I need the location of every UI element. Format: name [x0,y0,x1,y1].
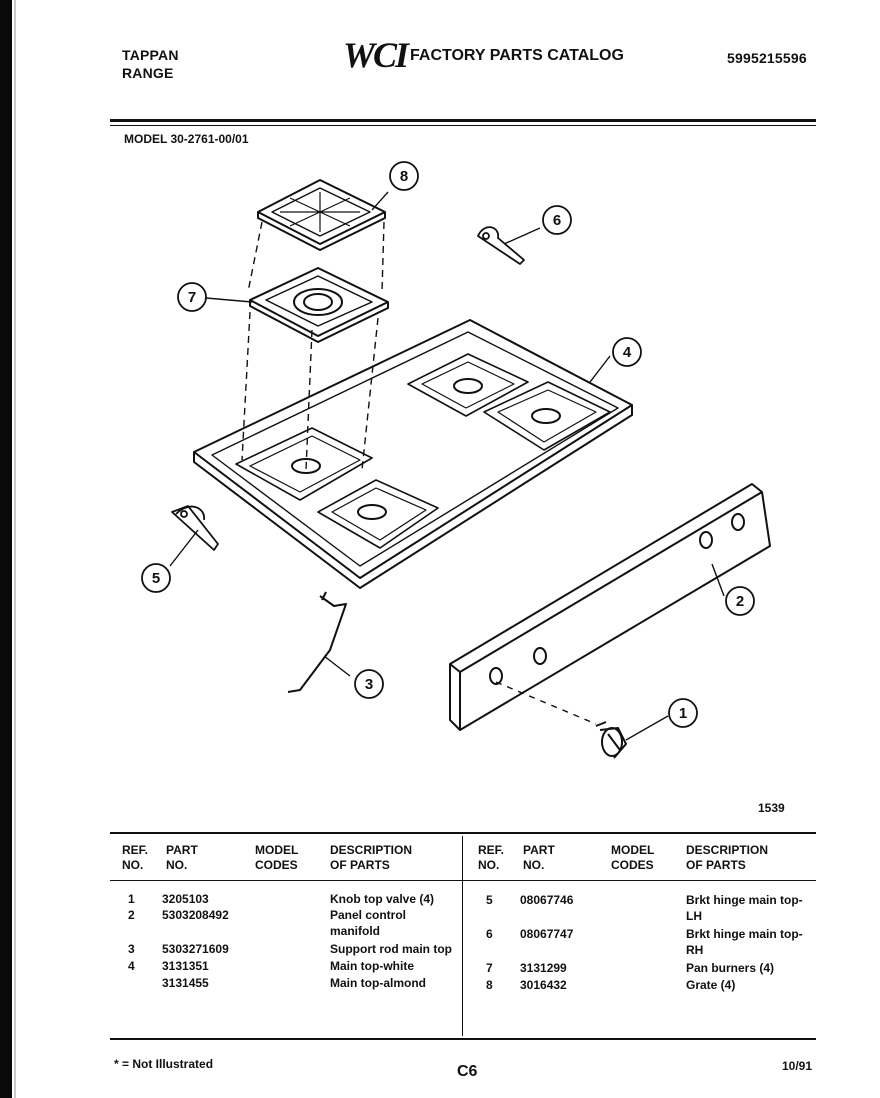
knob-part [595,721,627,759]
brand-name: TAPPAN [122,47,179,63]
header-rule-top [110,119,816,122]
right-row-3-ref: 7 [486,961,493,975]
left-row-4-part: 3131351 [162,959,209,973]
control-panel-part [449,483,771,731]
right-row-1-desc-cont: LH [686,909,702,923]
left-row-5-desc: Main top-almond [330,976,426,990]
header-ref-no-right: REF. NO. [478,843,505,872]
left-row-2-ref: 2 [128,908,135,922]
header-rule-bottom [110,125,816,126]
hinge-left-part [171,505,219,551]
right-row-2-desc-cont: RH [686,943,704,957]
header-description-left: DESCRIPTION OF PARTS [330,843,413,872]
wci-logo: WCI [343,35,409,75]
table-header-rule [110,880,816,881]
header-model-codes-right: MODEL CODES [611,843,655,872]
right-row-1-part: 08067746 [520,893,574,907]
catalog-title: FACTORY PARTS CATALOG [410,47,624,64]
left-row-5-part: 3131455 [162,976,209,990]
right-row-4-ref: 8 [486,978,493,992]
callout-5: 5 [152,570,160,587]
left-row-1-part: 3205103 [162,892,209,906]
left-row-3-desc: Support rod main top [330,942,452,956]
scan-edge [0,0,12,1098]
hinge-right-part [477,226,525,265]
main-top-part [193,319,633,589]
left-row-3-part: 5303271609 [162,942,229,956]
left-row-4-desc: Main top-white [330,959,414,973]
right-row-4-desc: Grate (4) [686,978,736,992]
header-model-codes-left: MODEL CODES [255,843,299,872]
left-row-1-ref: 1 [128,892,135,906]
callout-7: 7 [188,289,196,306]
right-row-3-desc: Pan burners (4) [686,961,775,975]
grate-part [257,179,386,251]
header-ref-no-left: REF. NO. [122,843,149,872]
header-part-no-left: PART NO. [166,843,198,872]
table-rule-bottom [110,1038,816,1040]
left-row-2-part: 5303208492 [162,908,229,922]
callout-2: 2 [736,593,744,610]
callout-3: 3 [365,676,373,693]
right-row-3-part: 3131299 [520,961,567,975]
right-row-1-desc: Brkt hinge main top- [686,893,803,907]
revision-date: 10/91 [782,1059,813,1073]
right-row-1-ref: 5 [486,893,493,907]
header-part-no-right: PART NO. [523,843,555,872]
left-row-1-desc: Knob top valve (4) [330,892,435,906]
left-row-2-desc: Panel control [330,908,407,922]
right-row-4-part: 3016432 [520,978,567,992]
left-row-4-ref: 4 [128,959,135,973]
catalog-number: 5995215596 [727,50,807,66]
table-rule-top [110,832,816,834]
model-number: MODEL 30-2761-00/01 [124,132,249,146]
callout-4: 4 [623,344,632,361]
callout-1: 1 [679,705,687,722]
header-description-right: DESCRIPTION OF PARTS [686,843,769,872]
pan-burner-part [249,267,389,343]
callout-6: 6 [553,212,561,229]
left-row-2-desc-cont: manifold [330,924,380,938]
footnote: * = Not Illustrated [114,1057,214,1071]
right-row-2-part: 08067747 [520,927,574,941]
page-code: C6 [457,1063,478,1080]
right-row-2-desc: Brkt hinge main top- [686,927,803,941]
right-row-2-ref: 6 [486,927,493,941]
table-divider [462,836,463,1036]
scan-edge-shadow [14,0,16,1098]
figure-number: 1539 [758,801,785,815]
callout-8: 8 [400,168,408,185]
support-rod-part [287,591,347,693]
product-name: RANGE [122,65,174,81]
left-row-3-ref: 3 [128,942,135,956]
